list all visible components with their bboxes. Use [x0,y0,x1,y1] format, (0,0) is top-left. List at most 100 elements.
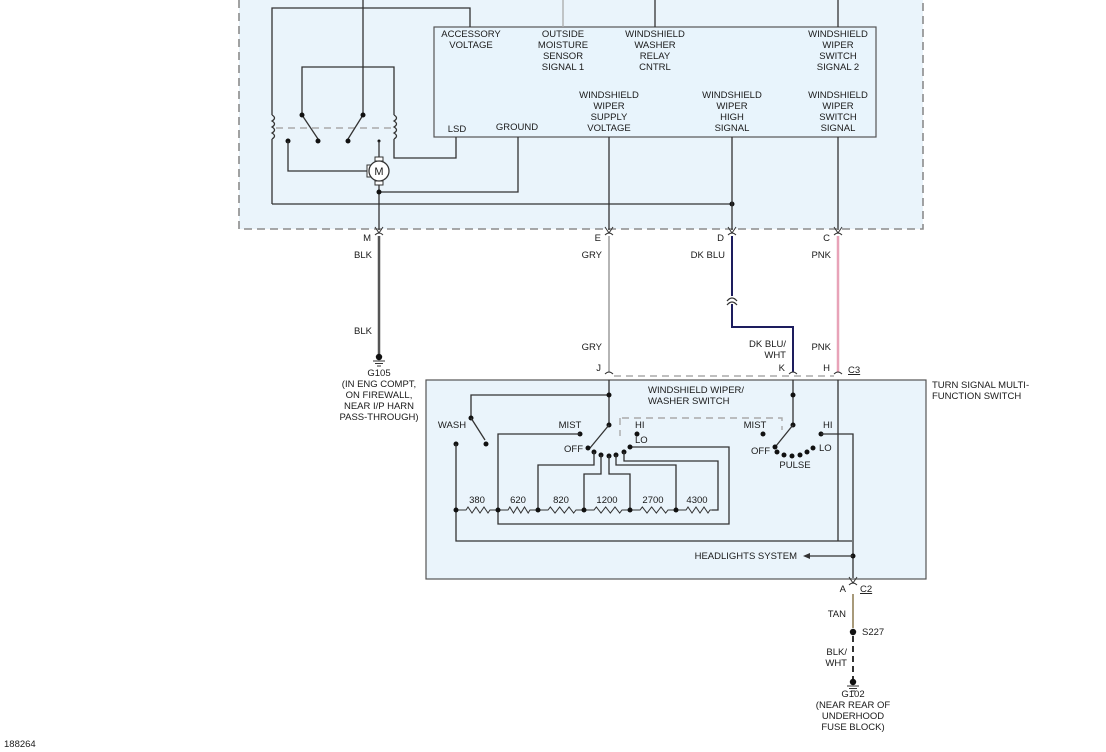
connector-pin-label: C [823,233,830,244]
wiper-control-module [433,26,877,138]
splice-label: S227 [862,627,884,638]
resistor-node [627,507,633,513]
ground-g105-text: NEAR I/P HARN [344,401,414,412]
left-hi-label: HI [635,420,645,431]
connector-icon [848,576,858,586]
wire-label-blk-lower: BLK [354,326,373,337]
module-pin-label: LSD [448,124,467,135]
wire-color-label: WHT [825,658,847,669]
module-pin-label: WINDSHIELD [702,90,762,101]
connector-pin-label: D [717,233,724,244]
title-line: TURN SIGNAL MULTI- [932,380,1029,391]
module-pin-label: WINDSHIELD [579,90,639,101]
module-pin-label: WIPER [716,101,747,112]
ground-g105-text: ON FIREWALL, [346,390,413,401]
switch-linkage [622,417,783,430]
arrow-left-icon [803,553,810,559]
multifunction-switch-title: TURN SIGNAL MULTI-FUNCTION SWITCH [932,380,1029,402]
wire-color-label: PNK [811,250,831,261]
wire-hi [821,433,854,578]
resistor-node [673,507,679,513]
right-hi-label: HI [823,420,833,431]
wash-switch [470,417,486,441]
connector-pin-label: A [840,584,847,595]
module-pin-label: SIGNAL [715,123,750,134]
connector-icon [833,226,843,236]
module-pin-label: WIPER [822,101,853,112]
subtitle-line: WASHER SWITCH [648,396,730,407]
module-pin-label: ACCESSORY [441,29,501,40]
ground-g102-icon [849,678,857,686]
left-mist-label: MIST [559,420,582,431]
wire-color-label: TAN [828,609,846,620]
resistor-4300 [676,506,718,514]
relay-coil-right [392,114,398,140]
resistor-2700 [630,506,676,514]
module-pin-label: MOISTURE [538,40,588,51]
module-pin-label: SWITCH [819,51,857,62]
connector-icon [727,226,737,236]
left-lo-label: LO [635,435,648,446]
resistor-380 [456,506,498,514]
right-wiper-switch-arm [775,424,794,447]
wire-color-label: GRY [582,250,603,261]
left-off-label: OFF [564,444,583,455]
wiper-module-boundary [238,0,924,230]
splice-s227 [849,628,857,636]
module-pin-label: HIGH [720,112,744,123]
wire-color-label: DK BLU [691,250,725,261]
wire-color-label: GRY [582,342,603,353]
resistor-value-label: 620 [510,495,526,506]
resistor-value-label: 820 [553,495,569,506]
wire-ground [379,137,519,193]
wire [470,394,609,418]
wiper-washer-switch-title: WINDSHIELD WIPER/WASHER SWITCH [648,385,744,407]
diagram-id: 188264 [4,739,36,750]
wire [393,137,457,159]
wire [271,7,471,40]
subtitle-line: WINDSHIELD WIPER/ [648,385,744,396]
module-pin-label: RELAY [640,51,671,62]
wire [301,66,395,115]
module-pin-label: GROUND [496,122,538,133]
wire [455,444,852,542]
wire-color-label: WHT [764,350,786,361]
ground-g105-label: G105(IN ENG COMPT,ON FIREWALL,NEAR I/P H… [340,368,419,423]
wire-color-label: PNK [811,342,831,353]
module-pin-label: SUPPLY [591,112,628,123]
right-mist-label: MIST [744,420,767,431]
motor-icon [368,160,390,182]
module-pin-label: WINDSHIELD [625,29,685,40]
module-pin-label: VOLTAGE [587,123,630,134]
connector-c2: A C2 [840,576,872,595]
relay-switch-left [301,114,319,140]
resistor-node [581,507,587,513]
headlights-system-label: HEADLIGHTS SYSTEM [695,551,797,562]
connector-icon [374,226,384,236]
wire-color-label: BLK/ [826,647,847,658]
ground-g102-text: UNDERHOOD [822,711,884,722]
wire-dk-blu-wht [731,304,794,372]
resistor-value-label: 2700 [642,495,663,506]
module-pin-label: VOLTAGE [449,40,492,51]
module-pin-label: CNTRL [639,62,671,73]
connector-c2-name: C2 [860,584,872,595]
module-pin-label: WIPER [593,101,624,112]
ground-g105-icon [375,353,383,361]
connector-pin-label: M [363,233,371,244]
wire-color-label: DK BLU/ [749,339,786,350]
module-pin-label: OUTSIDE [542,29,584,40]
module-pin-label: SIGNAL [821,123,856,134]
module-pin-label: WINDSHIELD [808,90,868,101]
connector-pin-label: J [596,363,601,374]
ground-g102-text: G102 [841,689,864,700]
ground-g102-text: FUSE BLOCK) [821,722,884,733]
wire [287,141,367,172]
motor-label: M [374,166,383,178]
resistor-620 [498,506,538,514]
wire [497,433,730,525]
resistor-node [535,507,541,513]
